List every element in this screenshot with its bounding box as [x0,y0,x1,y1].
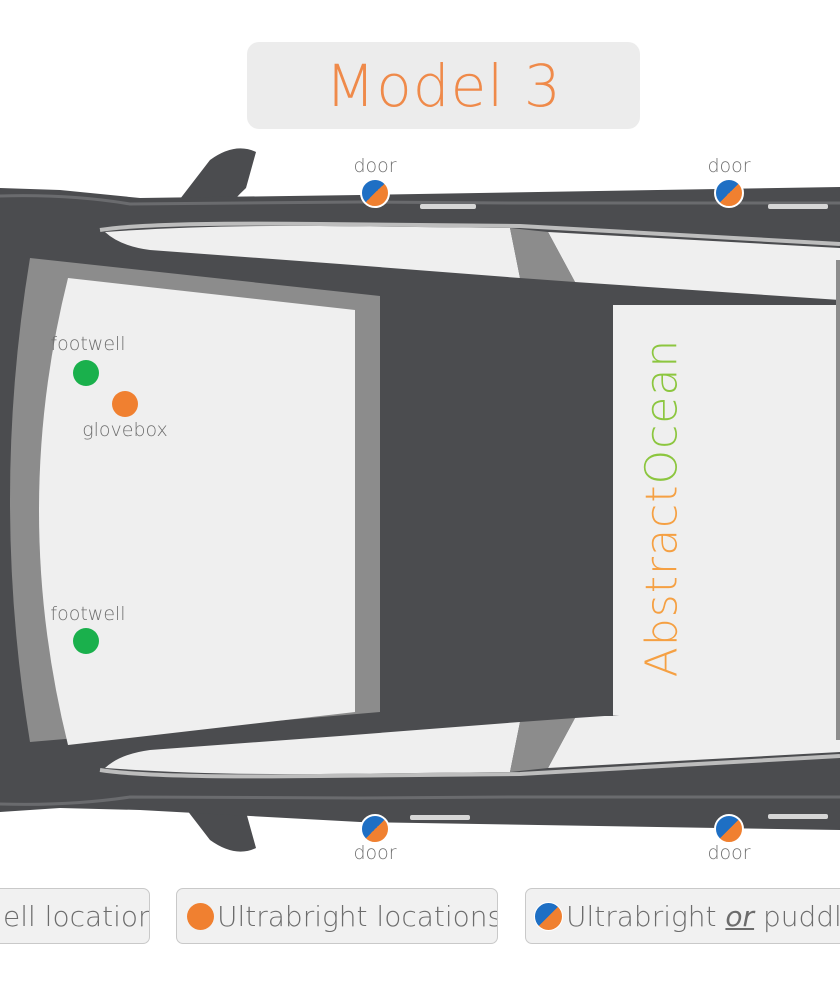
door-label-bottom-rear: door [707,842,751,864]
page-title: Model 3 [325,51,562,120]
handle-top-front [420,204,476,209]
door-hotspot-bottom-front[interactable] [360,814,390,844]
handle-bottom-front [410,815,470,820]
b-pillar-top [510,228,575,282]
legend-footwell-text: ell locations [3,899,149,933]
legend-either-pre: Ultrabright [566,899,726,933]
title-box: Model 3 [247,42,640,129]
footwell-hotspot-front[interactable] [73,360,99,386]
footwell-label-front: footwell [50,333,126,355]
door-hotspot-bottom-rear[interactable] [714,814,744,844]
rear-glass [613,305,840,715]
side-window-bottom-rear [548,700,840,768]
window-edge-top [99,221,840,246]
side-window-bottom-front [105,722,520,775]
rear-right-frame [836,260,840,740]
footwell-label-rear: footwell [50,603,126,625]
legend-ultrabright-text: Ultrabright locations [217,899,498,933]
side-window-top-front [105,225,520,278]
door-label-top-rear: door [707,155,751,177]
brand-part-abstract: Abstract [636,484,688,678]
top-trim [0,194,840,206]
legend-either-post: puddle [762,899,840,933]
bottom-trim [0,795,840,806]
brand-part-ocean: Ocean [636,338,688,485]
legend-orange-dot-icon [187,902,214,930]
side-window-top-rear [548,232,840,300]
handle-top-rear [768,204,828,209]
glovebox-label: glovebox [82,419,168,441]
legend-ultrabright-or-puddle[interactable]: Ultrabright or puddle [525,888,840,944]
legend-ultrabright[interactable]: Ultrabright locations [176,888,498,944]
legend-either-or: or [725,899,755,933]
legend-footwell[interactable]: ell locations [0,888,150,944]
handle-bottom-rear [768,814,828,819]
footwell-hotspot-rear[interactable] [73,628,99,654]
window-edge-bottom [99,754,840,779]
brand-logo: AbstractOcean [637,339,688,677]
door-label-bottom-front: door [353,842,397,864]
legend-split-dot-icon [534,901,563,931]
door-label-top-front: door [353,155,397,177]
glovebox-hotspot[interactable] [112,391,138,417]
b-pillar-bottom [510,718,575,772]
door-hotspot-top-rear[interactable] [714,178,744,208]
roof-panel [385,292,613,716]
door-hotspot-top-front[interactable] [360,178,390,208]
